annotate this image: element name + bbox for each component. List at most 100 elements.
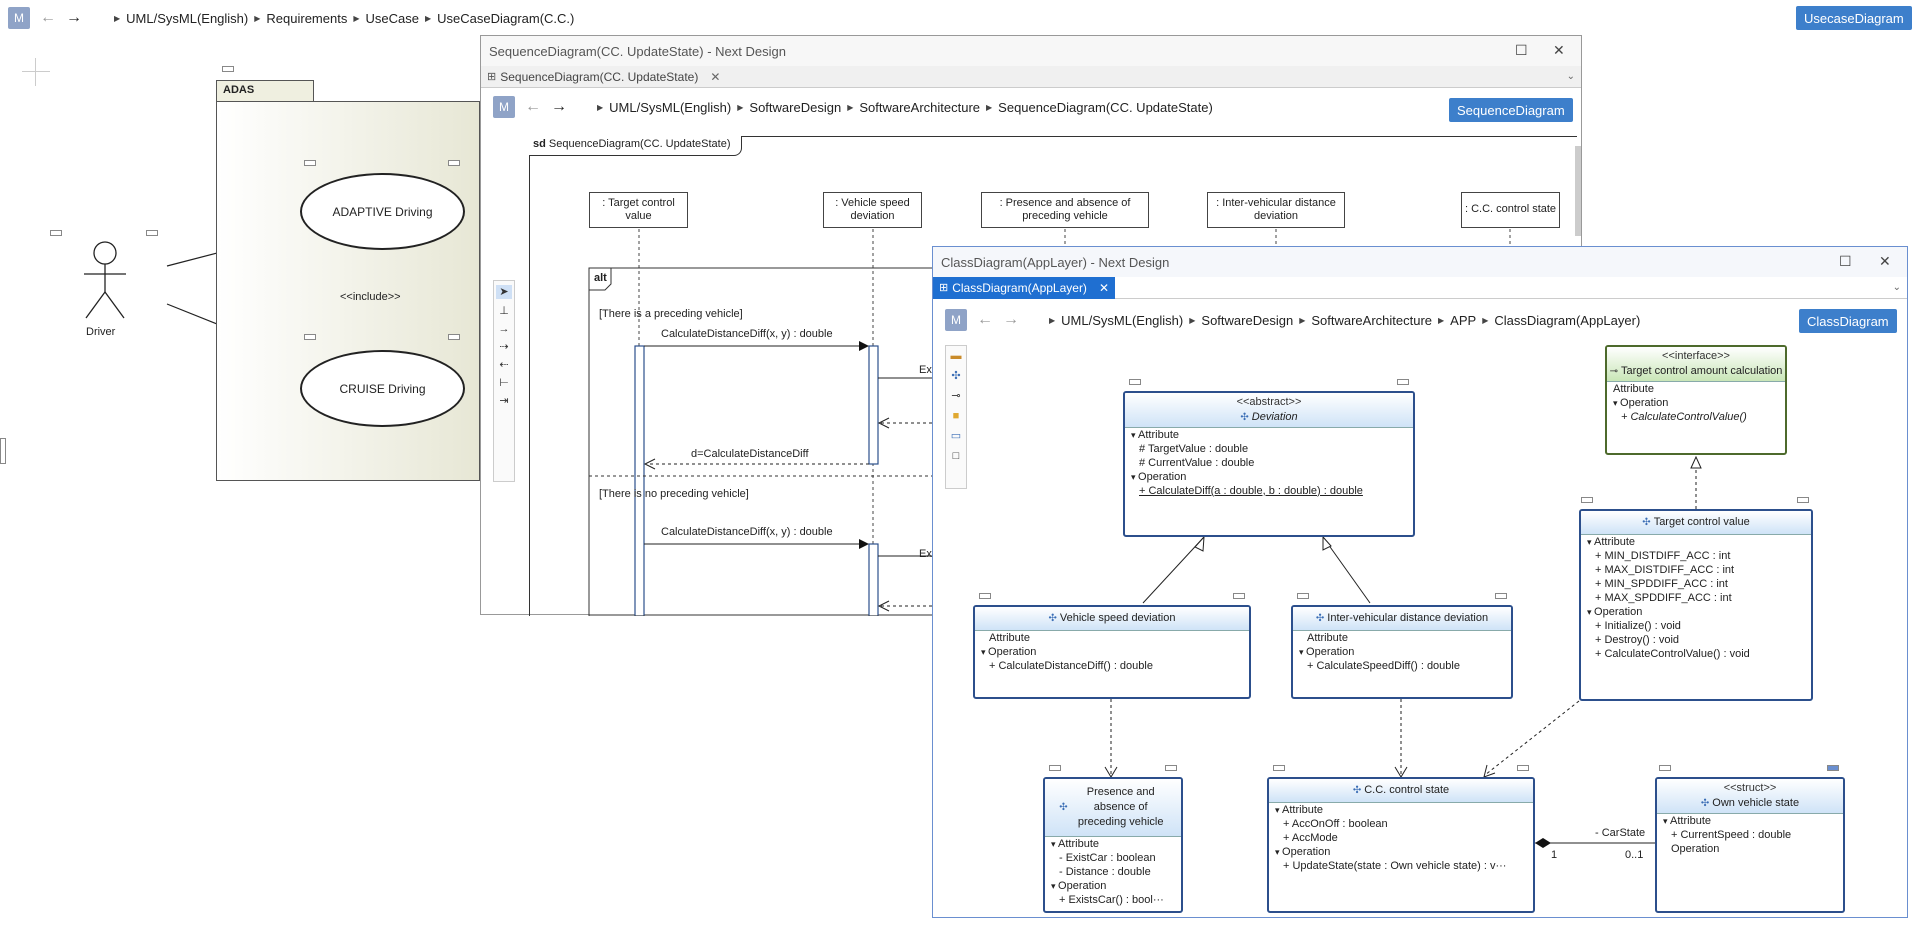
class-target-control-value[interactable]: ✣Target control value Attribute + MIN_DI…	[1579, 509, 1813, 701]
resize-handle[interactable]	[222, 66, 234, 72]
chevron-down-icon[interactable]: ⌄	[1566, 71, 1575, 82]
sequence-view-button[interactable]: SequenceDiagram	[1449, 98, 1573, 122]
class-icon: ✣	[1048, 613, 1057, 624]
lifeline-target-control-value[interactable]: : Target control value	[589, 192, 688, 228]
forward-arrow-icon[interactable]: →	[551, 98, 567, 115]
interface-tool-icon[interactable]: ⊸	[951, 390, 961, 402]
message-label[interactable]: Exi	[919, 548, 935, 560]
breadcrumb-item[interactable]: APP	[1450, 312, 1477, 328]
async-message-tool-icon[interactable]: ⇢	[499, 341, 509, 353]
lost-message-tool-icon[interactable]: ⇥	[499, 395, 509, 407]
class-presence-absence-preceding-vehicle[interactable]: ✣Presence and absence of preceding vehic…	[1043, 777, 1183, 913]
breadcrumb-item[interactable]: UseCase	[365, 10, 419, 26]
tab-class-diagram[interactable]: ⊞ ClassDiagram(AppLayer) ✕	[933, 276, 1115, 299]
sync-message-tool-icon[interactable]: →	[498, 323, 510, 335]
breadcrumb-item[interactable]: SequenceDiagram(CC. UpdateState)	[998, 99, 1213, 115]
resize-handle[interactable]	[1165, 765, 1177, 771]
scrollbar-thumb[interactable]	[1575, 146, 1581, 236]
resize-handle[interactable]	[1233, 593, 1245, 599]
alt-label: alt	[594, 272, 607, 284]
tab-sequence-diagram[interactable]: ⊞ SequenceDiagram(CC. UpdateState) ✕	[481, 66, 726, 88]
class-diagram-window[interactable]: ClassDiagram(AppLayer) - Next Design ☐ ✕…	[932, 246, 1908, 918]
package-tool-icon[interactable]: ▬	[950, 350, 962, 362]
breadcrumb-item[interactable]: UML/SysML(English)	[609, 99, 732, 115]
frame-tool-icon[interactable]: □	[952, 450, 960, 462]
breadcrumb-item[interactable]: UML/SysML(English)	[126, 10, 249, 26]
lifeline-presence-of-preceding-vehicle[interactable]: : Presence and absence of preceding vehi…	[981, 192, 1149, 228]
reply-message-tool-icon[interactable]: ⇠	[499, 359, 509, 371]
breadcrumb-item[interactable]: ClassDiagram(AppLayer)	[1494, 312, 1641, 328]
breadcrumb-item[interactable]: SoftwareArchitecture	[859, 99, 981, 115]
lifeline-inter-vehicular-distance-deviation[interactable]: : Inter-vehicular distance deviation	[1207, 192, 1345, 228]
actor-icon[interactable]	[80, 240, 130, 325]
resize-handle[interactable]	[1797, 497, 1809, 503]
tab-close-icon[interactable]: ✕	[710, 69, 721, 84]
resize-handle[interactable]	[1827, 765, 1839, 771]
lifeline-cc-control-state[interactable]: : C.C. control state	[1461, 192, 1560, 228]
class-inter-vehicular-distance-deviation[interactable]: ✣Inter-vehicular distance deviation Attr…	[1291, 605, 1513, 699]
close-icon[interactable]: ✕	[1879, 253, 1891, 269]
resize-handle[interactable]	[1297, 593, 1309, 599]
resize-handle[interactable]	[1129, 379, 1141, 385]
message-label[interactable]: CalculateDistanceDiff(x, y) : double	[661, 328, 833, 340]
resize-handle[interactable]	[1397, 379, 1409, 385]
maximize-icon[interactable]: ☐	[1839, 253, 1852, 269]
usecase-adaptive[interactable]: ADAPTIVE Driving	[300, 173, 465, 250]
back-arrow-icon[interactable]: ←	[525, 98, 541, 115]
breadcrumb-item[interactable]: SoftwareDesign	[749, 99, 842, 115]
diagram-icon: ⊞	[487, 71, 497, 83]
folder-tool-icon[interactable]: ■	[952, 410, 960, 422]
resize-handle[interactable]	[448, 160, 460, 166]
message-label[interactable]: Exi	[919, 364, 935, 376]
resize-handle[interactable]	[1581, 497, 1593, 503]
resize-handle[interactable]	[304, 334, 316, 340]
model-menu-button[interactable]: M	[945, 309, 967, 331]
forward-arrow-icon[interactable]: →	[66, 9, 82, 26]
lifeline-vehicle-speed-deviation[interactable]: : Vehicle speed deviation	[823, 192, 922, 228]
found-message-tool-icon[interactable]: ⊢	[499, 377, 509, 389]
tab-close-icon[interactable]: ✕	[1098, 280, 1109, 295]
model-menu-button[interactable]: M	[8, 7, 30, 29]
breadcrumb-item[interactable]: SoftwareArchitecture	[1311, 312, 1433, 328]
class-toolbar: M ← → ▶UML/SysML(English) ▶SoftwareDesig…	[945, 309, 1640, 331]
interface-target-control-amount[interactable]: <<interface>>⊸Target control amount calc…	[1605, 345, 1787, 455]
breadcrumb-item[interactable]: UseCaseDiagram(C.C.)	[437, 10, 575, 26]
resize-handle[interactable]	[1659, 765, 1671, 771]
forward-arrow-icon[interactable]: →	[1003, 311, 1019, 328]
class-icon: ✣	[1352, 785, 1362, 796]
class-vehicle-speed-deviation[interactable]: ✣Vehicle speed deviation Attribute Opera…	[973, 605, 1251, 699]
interface-icon: ⊸	[1609, 365, 1618, 377]
resize-handle[interactable]	[1273, 765, 1285, 771]
resize-handle[interactable]	[1495, 593, 1507, 599]
class-cc-control-state[interactable]: ✣C.C. control state Attribute + AccOnOff…	[1267, 777, 1535, 913]
back-arrow-icon[interactable]: ←	[977, 311, 993, 328]
message-label[interactable]: CalculateDistanceDiff(x, y) : double	[661, 526, 833, 538]
lifeline-tool-icon[interactable]: ⊥	[499, 305, 509, 317]
class-view-button[interactable]: ClassDiagram	[1799, 309, 1897, 333]
breadcrumb-item[interactable]: UML/SysML(English)	[1061, 312, 1184, 328]
resize-handle[interactable]	[1049, 765, 1061, 771]
resize-handle[interactable]	[304, 160, 316, 166]
struct-own-vehicle-state[interactable]: <<struct>>✣Own vehicle state Attribute +…	[1655, 777, 1845, 913]
breadcrumb-item[interactable]: Requirements	[266, 10, 348, 26]
usecase-cruise[interactable]: CRUISE Driving	[300, 350, 465, 427]
resize-handle[interactable]	[0, 438, 6, 464]
usecase-view-button[interactable]: UsecaseDiagram	[1796, 6, 1912, 30]
multiplicity-2: 0..1	[1625, 849, 1644, 861]
breadcrumb-item[interactable]: SoftwareDesign	[1201, 312, 1294, 328]
resize-handle[interactable]	[50, 230, 62, 236]
pointer-tool-icon[interactable]: ➤	[496, 285, 512, 299]
resize-handle[interactable]	[979, 593, 991, 599]
chevron-down-icon[interactable]: ⌄	[1892, 282, 1901, 293]
back-arrow-icon[interactable]: ←	[40, 9, 56, 26]
resize-handle[interactable]	[1517, 765, 1529, 771]
maximize-icon[interactable]: ☐	[1515, 42, 1528, 58]
message-label[interactable]: d=CalculateDistanceDiff	[691, 448, 809, 460]
class-deviation[interactable]: <<abstract>>✣Deviation Attribute # Targe…	[1123, 391, 1415, 537]
class-tool-icon[interactable]: ✣	[951, 370, 961, 382]
model-menu-button[interactable]: M	[493, 96, 515, 118]
struct-tool-icon[interactable]: ▭	[950, 430, 962, 442]
close-icon[interactable]: ✕	[1553, 42, 1565, 58]
resize-handle[interactable]	[448, 334, 460, 340]
resize-handle[interactable]	[146, 230, 158, 236]
